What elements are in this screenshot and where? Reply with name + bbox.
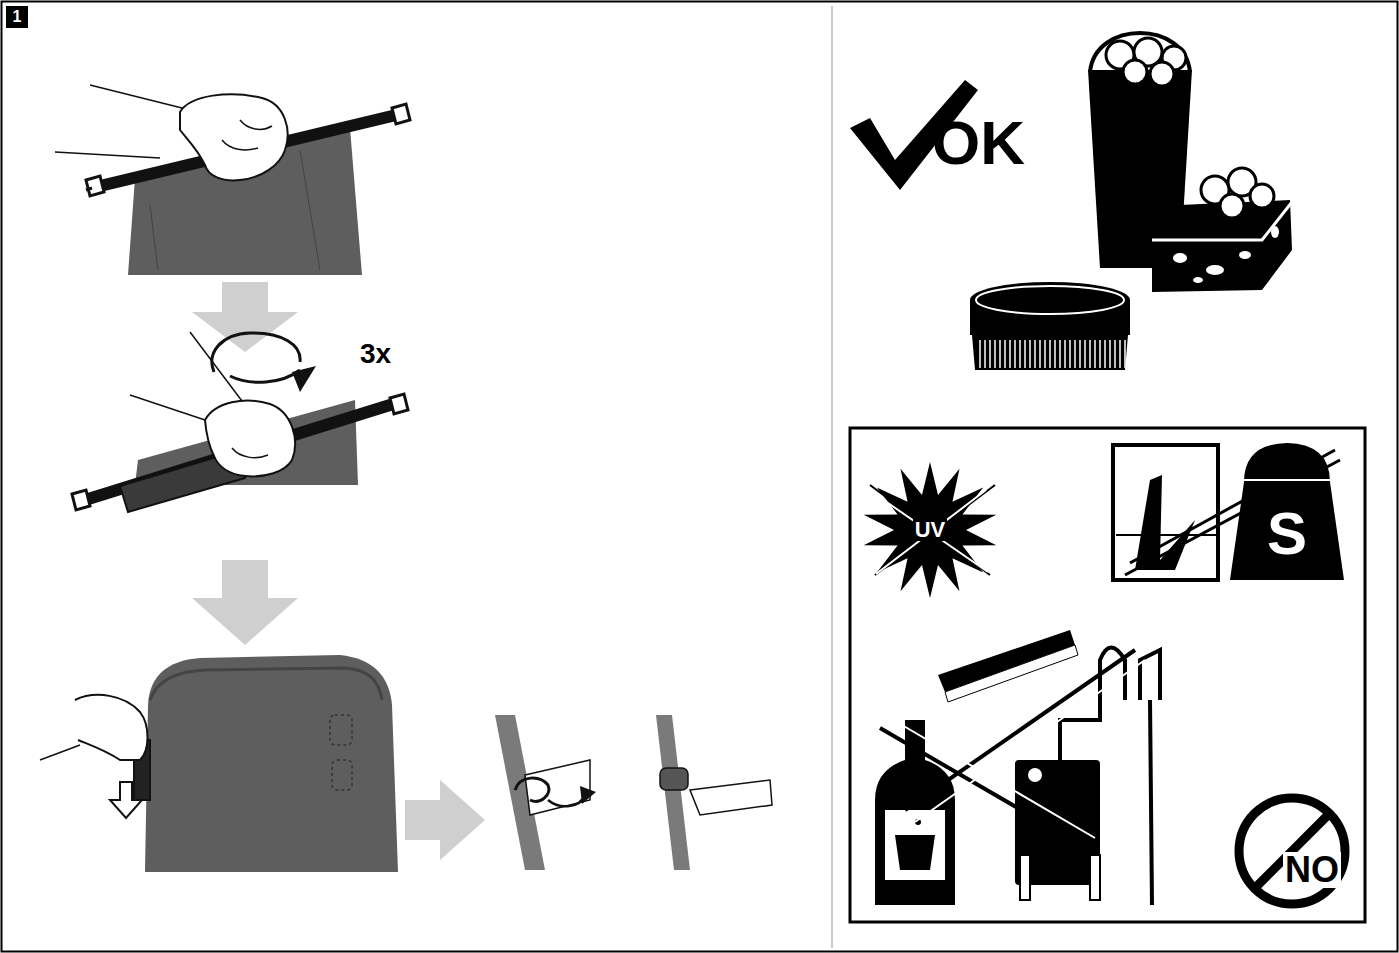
salt-shaker: S (1228, 440, 1346, 582)
bag-step-3 (40, 655, 398, 872)
step-number: 1 (6, 6, 28, 28)
symbol-text: 1 (11, 9, 24, 25)
bag-step-1 (55, 85, 410, 275)
symbol-text: UV (913, 519, 948, 541)
bag-step-2 (72, 332, 408, 512)
care-ok (850, 33, 1292, 370)
symbol-text: S (1265, 504, 1309, 564)
strap-detail (495, 715, 772, 870)
repeat-count: 3x (360, 340, 391, 368)
prohibition-sign: NO (1233, 792, 1351, 910)
uv-starburst: UV (862, 462, 998, 598)
prohibited-frame (850, 428, 1365, 922)
prohibition-sign-shape (1233, 792, 1351, 910)
divider (832, 6, 833, 948)
ok-text: OK (932, 112, 1025, 174)
symbol-text: NO (1283, 852, 1341, 888)
